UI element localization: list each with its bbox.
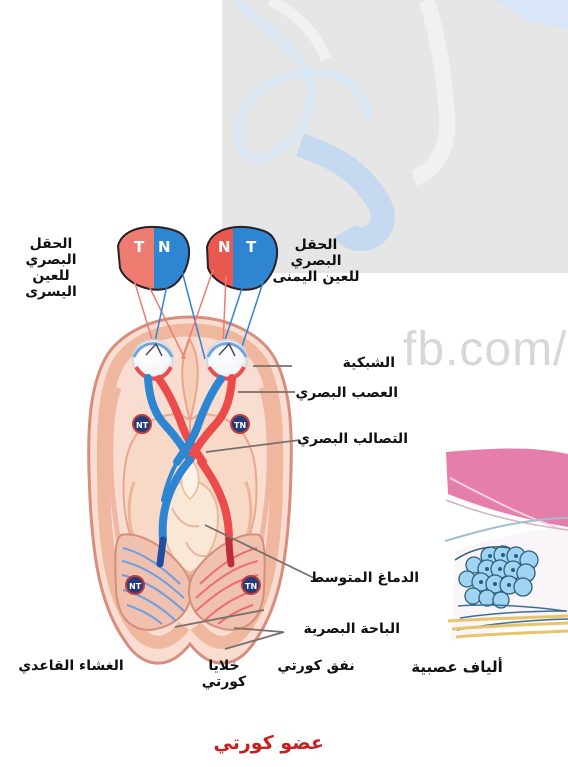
visual-area-label: الباحة البصرية [292, 621, 400, 637]
left-visual-field-label: الحقل البصري للعين اليسرى [6, 236, 96, 300]
watermark-shapes [236, 0, 568, 239]
organ-of-corti-fragment [445, 449, 568, 642]
left-eye-visual-field [112, 221, 196, 297]
right-field-n-letter: N [218, 238, 231, 256]
upper-left-field-marker: NT [136, 421, 149, 430]
lower-left-field-marker: NT [129, 582, 142, 591]
organ-of-corti-title: عضو كورتي [216, 733, 324, 755]
right-visual-field-label: الحقل البصري للعين اليمنى [270, 237, 362, 285]
retina-label: الشبكية [301, 355, 395, 371]
lower-right-field-marker: TN [245, 582, 257, 591]
nerve-fibers-label: ألياف عصبية [403, 659, 511, 676]
visual-fields: T N N T [112, 221, 287, 297]
right-field-t-letter: T [246, 238, 257, 256]
optic-chiasm-label: التصالب البصري [303, 431, 408, 447]
left-field-t-letter: T [134, 238, 145, 256]
basilar-membrane-label: الغشاء القاعدي [8, 658, 134, 674]
upper-right-field-marker: TN [234, 421, 246, 430]
corti-cells-label: خلايا كورتي [185, 658, 263, 690]
corti-tunnel-label: نفق كورتي [265, 658, 367, 674]
optic-nerve-label: العصب البصري [300, 385, 398, 401]
midbrain-label: الدماغ المتوسط [319, 570, 419, 586]
left-field-n-letter: N [158, 238, 171, 256]
